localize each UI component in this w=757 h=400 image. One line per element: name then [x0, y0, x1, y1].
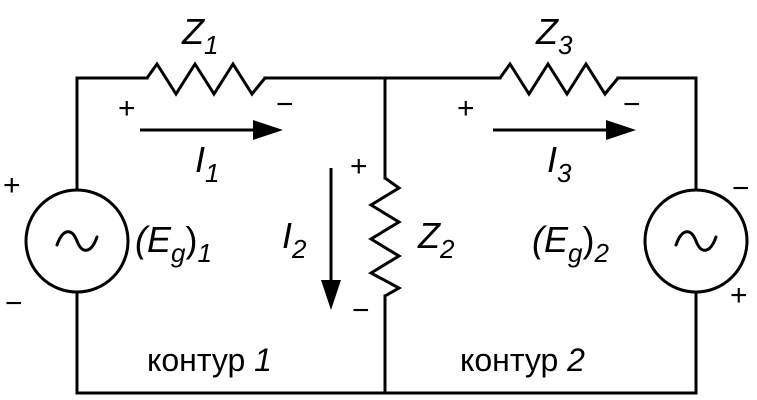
e2-minus-sign: −: [732, 172, 750, 205]
i2-arrow: [321, 168, 341, 310]
e1-minus-sign: −: [5, 287, 23, 320]
z1-label: Z1: [181, 11, 218, 60]
e1-label: (Eg)1: [135, 219, 212, 268]
z2-minus-sign: −: [352, 294, 370, 327]
loop2-label: контур 2: [460, 342, 585, 378]
loop1-label: контур 1: [147, 342, 272, 378]
z2-label: Z2: [417, 215, 455, 264]
e2-label: (Eg)2: [532, 219, 609, 268]
i1-arrow: [140, 120, 283, 140]
source-left: [24, 188, 130, 294]
z1-minus-sign: −: [276, 88, 294, 121]
i2-label: I2: [282, 215, 307, 264]
source-right: [643, 188, 749, 294]
e1-plus-sign: +: [3, 169, 21, 202]
z3-resistor: [498, 61, 620, 97]
z2-resistor: [367, 176, 403, 298]
z3-minus-sign: −: [623, 88, 641, 121]
z1-plus-sign: +: [118, 92, 136, 125]
z1-resistor: [145, 61, 267, 97]
i3-label: I3: [547, 139, 572, 188]
i1-label: I1: [195, 139, 219, 188]
tilde-icon: [55, 230, 99, 252]
z3-plus-sign: +: [457, 92, 475, 125]
z3-label: Z3: [535, 11, 573, 60]
i3-arrow: [493, 120, 636, 140]
z2-plus-sign: +: [350, 150, 368, 183]
e2-plus-sign: +: [730, 279, 748, 312]
tilde-icon: [674, 230, 718, 252]
wires: [75, 76, 698, 395]
